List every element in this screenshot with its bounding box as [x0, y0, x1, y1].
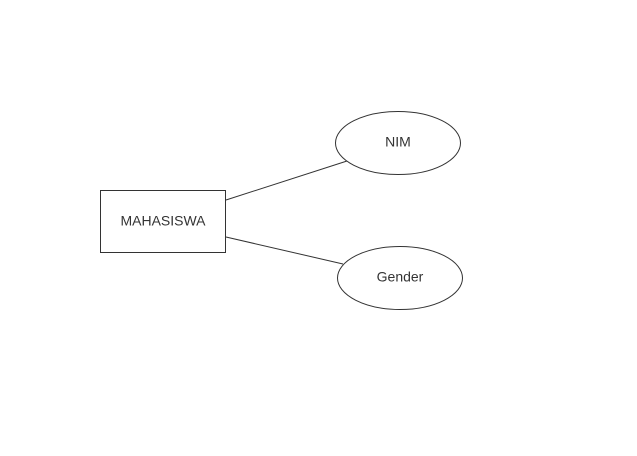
attribute-ellipse [335, 111, 461, 175]
attribute-gender[interactable]: Gender [337, 246, 463, 310]
entity-box [100, 190, 226, 253]
connector-mahasiswa-gender[interactable] [225, 236, 344, 265]
connector-mahasiswa-nim[interactable] [225, 160, 348, 201]
entity-mahasiswa[interactable]: MAHASISWA [100, 190, 226, 253]
attribute-label: Gender [377, 269, 424, 285]
entity-label: MAHASISWA [120, 213, 206, 229]
attribute-ellipse [337, 246, 463, 310]
attribute-label: NIM [385, 134, 411, 150]
attribute-nim[interactable]: NIM [335, 111, 461, 175]
